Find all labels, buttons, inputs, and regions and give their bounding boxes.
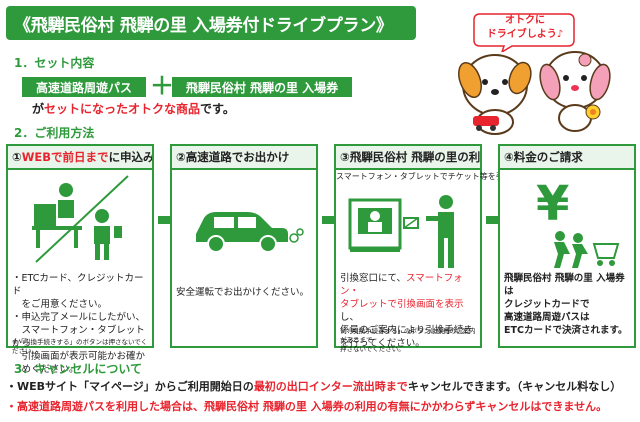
page-title: 《飛騨民俗村 飛騨の里 入場券付ドライブプラン》 [14,15,393,36]
section1-heading: 1．セット内容 [14,56,95,70]
mascot-dogs-illustration [458,51,611,135]
highway-pass-pill: 高速道路周遊パス [22,77,146,97]
step3-text: 引換窓口にて、スマートフォン・ タブレットで引換画面を表示し、 係員のご案内によ… [340,273,473,349]
section2-heading: 2．ご利用方法 [14,126,95,140]
cancel-policy-line1: ・WEBサイト「マイページ」からご利用開始日の最初の出口インター流出時までキャン… [6,380,622,393]
cancel-policy-line2: ・高速道路周遊パスを利用した場合は、飛騨民俗村 飛騨の里 入場券の利用の有無にか… [6,400,608,413]
step3-subtitle: スマートフォン・タブレットでチケット等を引換え [336,172,520,181]
step4-card: ④料金のご請求 ¥ 飛騨民俗村 飛騨の里 入場券は クレジットカードで 高速道路… [498,144,636,348]
step3-note: ※「引換手続きする」のボタンは係員のご案内があるまで 押さないでください。 [340,327,476,353]
car-icon [196,212,304,253]
step1-text: ・ETCカード、クレジットカード をご用意ください。 ・申込完了メールにしたがい… [12,273,146,375]
set-description: がセットになったオトクな商品です。 [32,102,235,116]
page-banner: 《飛騨民俗村 飛騨の里 入場券付ドライブプラン》 [6,6,416,40]
step2-text: 安全運転でお出かけください。 [176,287,310,298]
person-at-desk-icon [32,175,129,263]
admission-ticket-pill: 飛騨民俗村 飛騨の里 入場券 [172,77,352,97]
step2-card: ②高速道路でお出かけ 安全運転でお出かけください。 [170,144,318,348]
person-holding-phone-icon [426,195,454,268]
step4-text: 飛騨民俗村 飛騨の里 入場券は クレジットカードで 高速道路周遊パスは ETCカ… [504,273,628,336]
yen-icon: ¥ [536,176,570,232]
step4-title: ④料金のご請求 [500,146,634,170]
shopping-cart-icon [554,231,620,268]
step3-card: ③飛騨民俗村 飛騨の里の利用 スマートフォン・タブレットでチケット等を引換え 引… [334,144,520,353]
section3-heading: 3．キャンセルについて [14,362,142,376]
step1-note: ※「引換手続きする」のボタンは押さないでください。 [12,338,148,355]
speech-bubble [473,13,575,52]
speech-bubble-text: オトクに ドライブしよう♪ [486,15,564,40]
step3-title: ③飛騨民俗村 飛騨の里の利用 [336,146,480,170]
plus-icon: ＋ [150,72,174,100]
step2-title: ②高速道路でお出かけ [172,146,316,170]
ticket-window-icon [348,198,419,252]
